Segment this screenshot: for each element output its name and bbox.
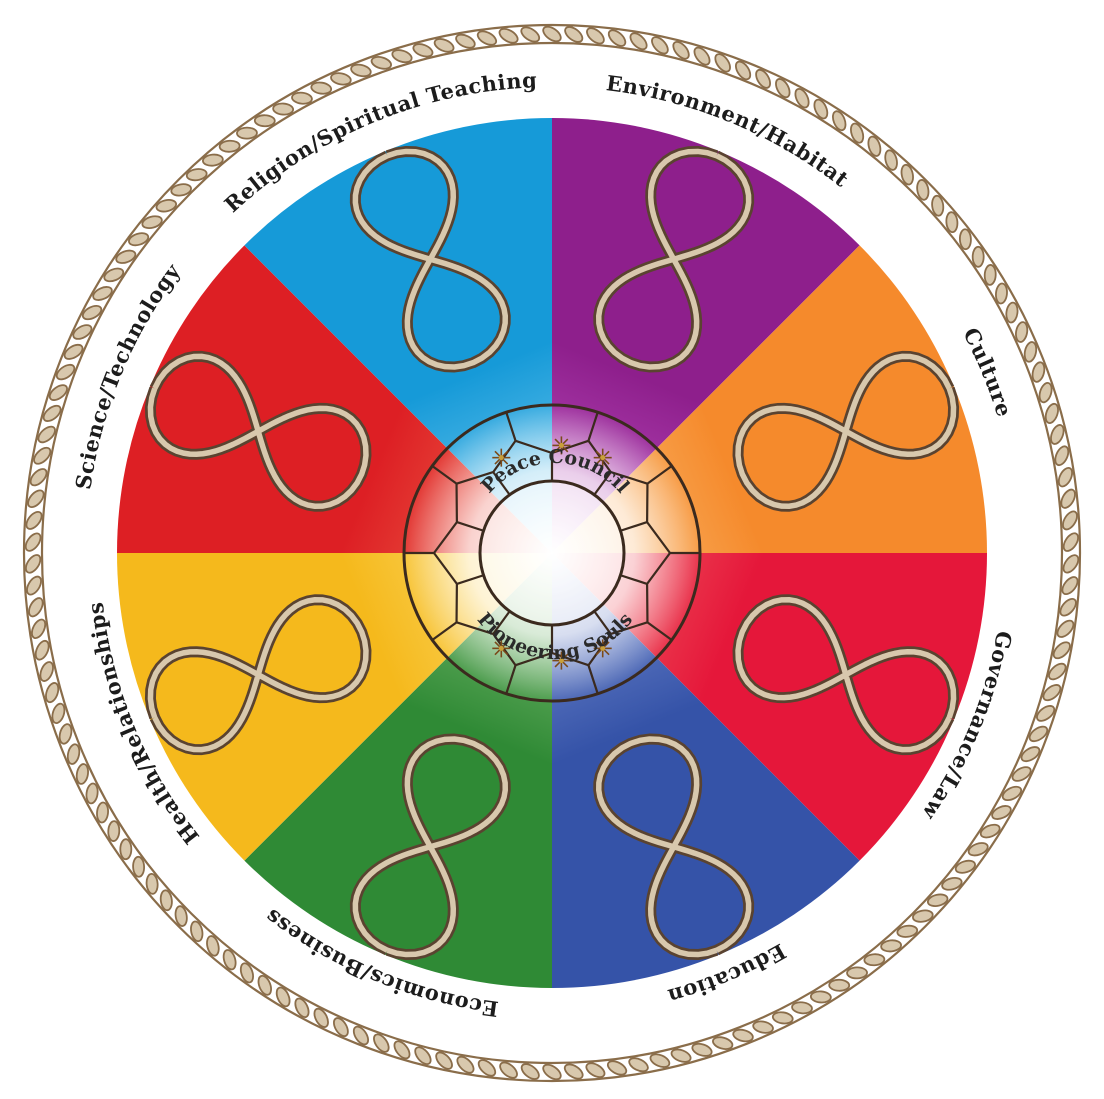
rope-link: [50, 702, 66, 724]
rope-link: [96, 802, 109, 823]
rope-link: [1060, 509, 1080, 532]
rope-link: [1056, 466, 1075, 489]
rope-link: [1001, 784, 1024, 803]
rope-link: [946, 212, 959, 233]
rope-link: [519, 24, 542, 44]
rope-link: [1010, 764, 1033, 783]
rope-link: [85, 783, 98, 804]
rope-link: [29, 617, 48, 640]
rope-link: [433, 36, 456, 54]
rope-link: [584, 1060, 607, 1080]
rope-link: [1043, 402, 1060, 425]
rope-link: [1037, 381, 1053, 403]
rope-link: [350, 63, 372, 78]
rope-link: [81, 303, 104, 322]
rope-link: [811, 991, 832, 1003]
rope-link: [995, 283, 1008, 304]
rope-link: [984, 265, 996, 285]
rope-link: [120, 839, 131, 859]
rope-link: [255, 115, 275, 126]
rope-link: [1061, 553, 1082, 576]
rope-link: [273, 103, 294, 115]
rope-link: [44, 681, 61, 704]
rope-link: [370, 55, 392, 71]
rope-link: [791, 1001, 812, 1014]
rope-link: [71, 322, 94, 341]
rope-link: [293, 996, 312, 1019]
rope-link: [990, 803, 1013, 821]
rope-link: [1014, 321, 1028, 343]
rope-link: [627, 1055, 650, 1074]
rope-link: [312, 1006, 331, 1029]
rope-link: [712, 1035, 734, 1051]
rope-link: [847, 967, 867, 978]
rope-link: [133, 857, 145, 877]
rope-link: [1058, 487, 1077, 510]
rope-link: [58, 723, 74, 745]
rope-link: [33, 639, 51, 662]
rope-link: [829, 980, 849, 991]
rope-link: [1023, 341, 1038, 363]
rope-link: [23, 552, 43, 575]
rope-link: [960, 229, 972, 249]
rope-link: [66, 743, 81, 765]
rope-link: [146, 873, 159, 894]
rope-link: [541, 1062, 564, 1082]
rope-link: [752, 1020, 774, 1035]
rope-link: [691, 1042, 713, 1059]
center-inner-ring: [480, 481, 624, 625]
rope-link: [91, 284, 114, 302]
rope-link: [649, 1052, 672, 1070]
rope-link: [1048, 423, 1066, 446]
rope-link: [454, 32, 477, 51]
rope-link: [670, 1047, 693, 1064]
rope-link: [38, 660, 56, 683]
rope-link: [1053, 444, 1071, 467]
sector-label: Culture: [958, 324, 1017, 420]
rope-link: [476, 29, 499, 48]
rope-link: [1061, 531, 1081, 554]
rope-link: [311, 81, 332, 95]
rope-link: [497, 26, 520, 46]
rope-link: [973, 247, 984, 267]
rope-link: [391, 48, 413, 65]
rope-link: [606, 1058, 629, 1077]
rope-link: [732, 1028, 754, 1043]
rope-link: [219, 140, 240, 152]
rope-link: [26, 596, 45, 619]
rope-link: [562, 1062, 585, 1082]
rope-link: [773, 77, 792, 100]
rope-link: [237, 127, 257, 138]
rope-link: [793, 87, 812, 110]
rope-link: [562, 24, 585, 45]
rope-link: [108, 821, 120, 841]
rope-link: [519, 1061, 542, 1082]
rope-link: [864, 954, 885, 966]
rope-link: [330, 72, 352, 87]
rope-link: [772, 1011, 793, 1025]
rope-link: [1005, 302, 1018, 323]
rope-link: [291, 92, 312, 105]
rope-link: [75, 763, 89, 785]
rope-link: [541, 24, 564, 44]
rope-link: [24, 574, 44, 597]
rope-link: [23, 531, 44, 554]
rope-link: [1031, 361, 1047, 383]
rope-link: [412, 42, 435, 59]
